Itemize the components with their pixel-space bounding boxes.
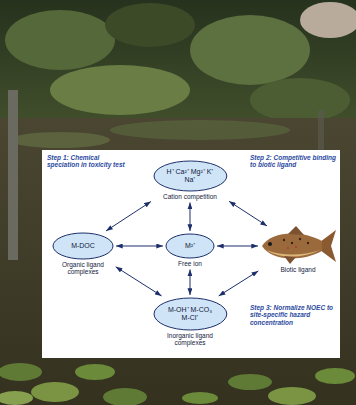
species-text: M-OH⁺ M-CO₃ M-Cl⁺ [166,306,214,323]
species-text: M-DOC [71,242,95,250]
interaction-arrow [229,201,267,226]
interaction-arrow [116,267,162,296]
interaction-arrow [219,271,259,296]
interaction-arrow [189,202,190,231]
step-note: Step 3: Normalize NOEC to site-specific … [250,304,336,326]
ellipse-shape [154,298,227,330]
interaction-arrow [106,202,151,231]
node-caption: Biotic ligand [280,266,315,273]
node-shape: M-OH⁺ M-CO₃ M-Cl⁺ [153,297,228,331]
interaction-arrow [116,246,163,247]
species-ellipse: M²⁺ Free ion [165,233,215,267]
node-shape [260,227,336,265]
node-shape: M-DOC [52,232,114,260]
node-shape: H⁺ Ca²⁺ Mg²⁺ K⁺ Na⁺ [153,160,228,192]
ellipse-shape [154,161,227,191]
node-caption: Inorganic ligand complexes [153,332,227,347]
node-caption: Cation competition [163,193,217,200]
trout-illustration [262,226,336,264]
species-text: H⁺ Ca²⁺ Mg²⁺ K⁺ Na⁺ [166,168,214,185]
species-ellipse: M-OH⁺ M-CO₃ M-Cl⁺ Inorganic ligand comple… [153,297,228,347]
ellipse-shape [53,233,113,259]
interaction-arrow [189,269,190,295]
step-note: Step 1: Chemical speciation in toxicity … [47,154,127,169]
diagram-panel [42,150,340,358]
species-text: M²⁺ [185,242,195,250]
node-caption: Organic ligand complexes [52,261,114,276]
node-shape: M²⁺ [165,233,215,259]
interaction-arrow [217,246,258,247]
node-caption: Free ion [178,260,202,267]
organism-node: Biotic ligand [260,227,336,273]
species-ellipse: H⁺ Ca²⁺ Mg²⁺ K⁺ Na⁺ Cation competition [153,160,228,200]
species-ellipse: M-DOC Organic ligand complexes [52,232,114,276]
step-note: Step 2: Competitive binding to biotic li… [250,154,336,169]
ellipse-shape [166,234,214,258]
